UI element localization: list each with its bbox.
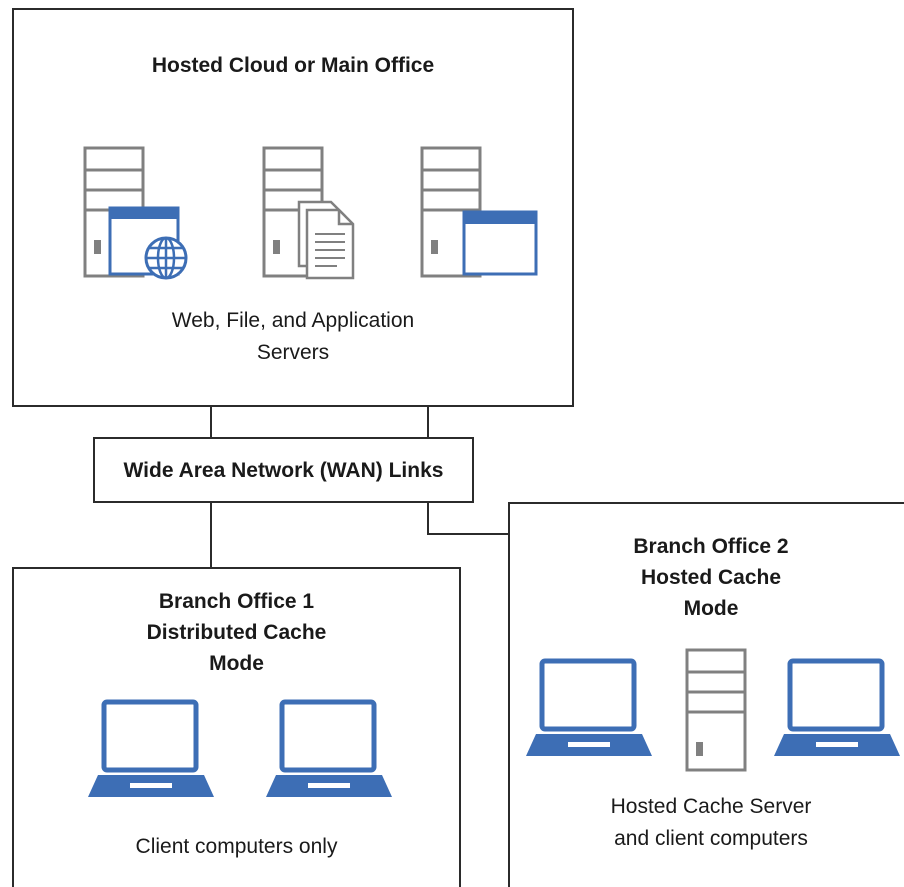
hosted-cache-server-icon (685, 648, 747, 772)
wan-label: Wide Area Network (WAN) Links (123, 459, 444, 482)
web-server-icon (83, 146, 188, 280)
laptop-icon (88, 699, 214, 797)
connector-main-wan-right (427, 406, 429, 438)
branch2-title-line3: Mode (683, 597, 739, 620)
branch-office-2-box: Branch Office 2 Hosted Cache Mode Hosted… (508, 502, 904, 887)
application-server-icon (420, 146, 538, 278)
laptop-icon (774, 658, 900, 756)
branch2-caption-line2: and client computers (614, 827, 808, 850)
main-office-title: Hosted Cloud or Main Office (151, 54, 435, 77)
branch1-caption: Client computers only (135, 835, 338, 858)
connector-main-wan-left (210, 406, 212, 438)
connector-wan-branch2-vertical (427, 502, 429, 535)
branch-office-1-box: Branch Office 1 Distributed Cache Mode C… (12, 567, 461, 887)
file-server-icon (262, 146, 355, 280)
main-office-caption-line1: Web, File, and Application (171, 309, 415, 332)
branch2-title-line2: Hosted Cache (640, 566, 782, 589)
branch1-title-line1: Branch Office 1 (158, 590, 315, 613)
connector-wan-branch2-horizontal (427, 533, 509, 535)
branch2-caption-line1: Hosted Cache Server (610, 795, 812, 818)
branch1-title-line3: Mode (209, 652, 264, 675)
wan-box: Wide Area Network (WAN) Links (93, 437, 474, 503)
laptop-icon (266, 699, 392, 797)
branch2-title-line1: Branch Office 2 (633, 535, 789, 558)
main-office-caption-line2: Servers (256, 341, 330, 364)
laptop-icon (526, 658, 652, 756)
connector-wan-branch1 (210, 502, 212, 568)
branch1-title-line2: Distributed Cache (146, 621, 327, 644)
main-office-box: Hosted Cloud or Main Office (12, 8, 574, 407)
